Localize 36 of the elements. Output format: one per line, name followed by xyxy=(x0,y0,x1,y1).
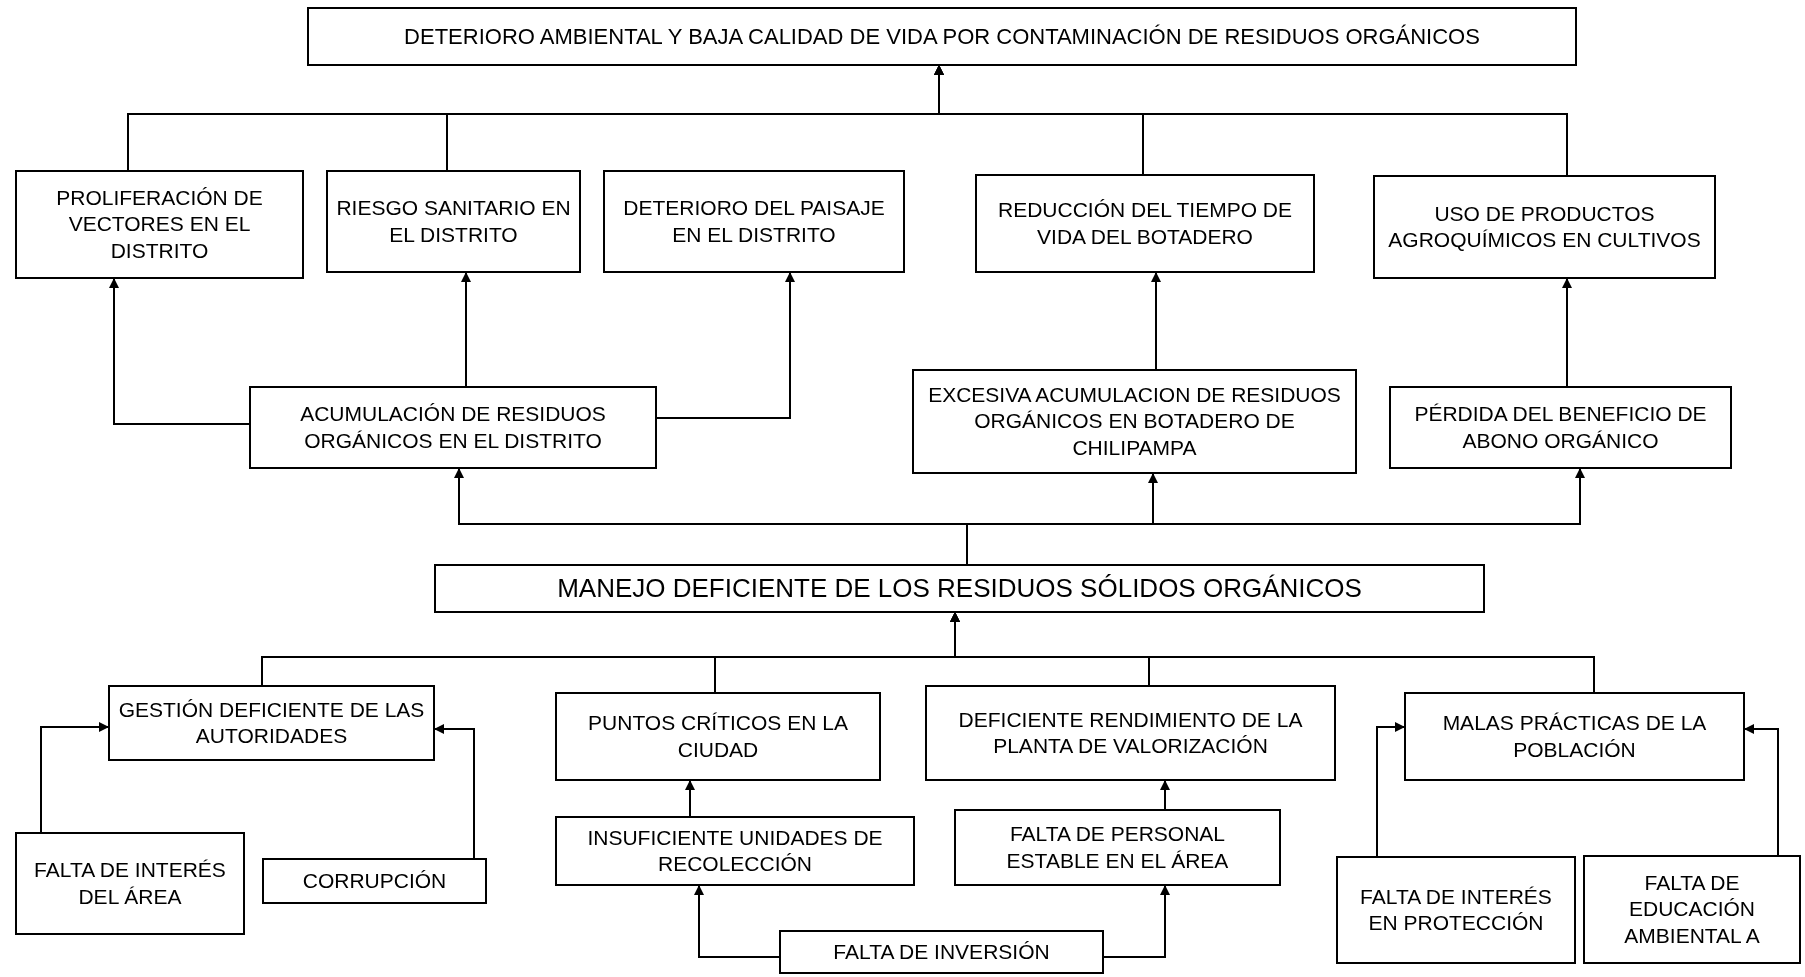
text-box: MALAS PRÁCTICAS DE LA POBLACIÓN xyxy=(1404,692,1745,781)
text-box: GESTIÓN DEFICIENTE DE LAS AUTORIDADES xyxy=(108,685,435,761)
text-box: REDUCCIÓN DEL TIEMPO DE VIDA DEL BOTADERO xyxy=(975,174,1315,273)
text-box: FALTA DE INTERÉS EN PROTECCIÓN xyxy=(1336,856,1576,964)
text-box: FALTA DE PERSONAL ESTABLE EN EL ÁREA xyxy=(954,809,1281,886)
arrow xyxy=(1562,278,1572,387)
arrow xyxy=(1376,722,1405,857)
text-box: DEFICIENTE RENDIMIENTO DE LA PLANTA DE VALORIZACIÓN xyxy=(925,685,1336,781)
text-box: PUNTOS CRÍTICOS EN LA CIUDAD xyxy=(555,692,881,781)
text-box: ACUMULACIÓN DE RESIDUOS ORGÁNICOS EN EL DISTRITO xyxy=(249,386,657,469)
text-box: PROLIFERACIÓN DE VECTORES EN EL DISTRITO xyxy=(15,170,304,279)
arrow xyxy=(685,780,695,817)
arrow xyxy=(40,722,109,833)
text-box: MANEJO DEFICIENTE DE LOS RESIDUOS SÓLIDOS ORGÁNICOS xyxy=(434,564,1485,613)
arrow xyxy=(434,724,475,859)
text-box: FALTA DE INTERÉS DEL ÁREA xyxy=(15,832,245,935)
arrow xyxy=(1103,885,1170,958)
text-box: PÉRDIDA DEL BENEFICIO DE ABONO ORGÁNICO xyxy=(1389,386,1732,469)
text-box: RIESGO SANITARIO EN EL DISTRITO xyxy=(326,170,581,273)
arrow xyxy=(934,65,1568,176)
text-box: DETERIORO DEL PAISAJE EN EL DISTRITO xyxy=(603,170,905,273)
arrow xyxy=(656,272,795,419)
text-box: FALTA DE EDUCACIÓN AMBIENTAL A xyxy=(1583,855,1801,964)
text-box: USO DE PRODUCTOS AGROQUÍMICOS EN CULTIVOS xyxy=(1373,175,1716,279)
text-box: INSUFICIENTE UNIDADES DE RECOLECCIÓN xyxy=(555,816,915,886)
arrow xyxy=(1151,272,1161,370)
arrow xyxy=(694,885,780,958)
text-box: EXCESIVA ACUMULACION DE RESIDUOS ORGÁNICOS EN BOTADERO DE CHILIPAMPA xyxy=(912,369,1357,474)
arrow xyxy=(1160,780,1170,810)
text-box: DETERIORO AMBIENTAL Y BAJA CALIDAD DE VIDA POR CONTAMINACIÓN DE RESIDUOS ORGÁNICOS xyxy=(307,7,1577,66)
arrow xyxy=(109,278,250,425)
arrow xyxy=(1744,724,1779,856)
text-box: FALTA DE INVERSIÓN xyxy=(779,930,1104,974)
text-box: CORRUPCIÓN xyxy=(262,858,487,904)
arrow xyxy=(461,272,471,387)
arrow xyxy=(950,612,1595,693)
